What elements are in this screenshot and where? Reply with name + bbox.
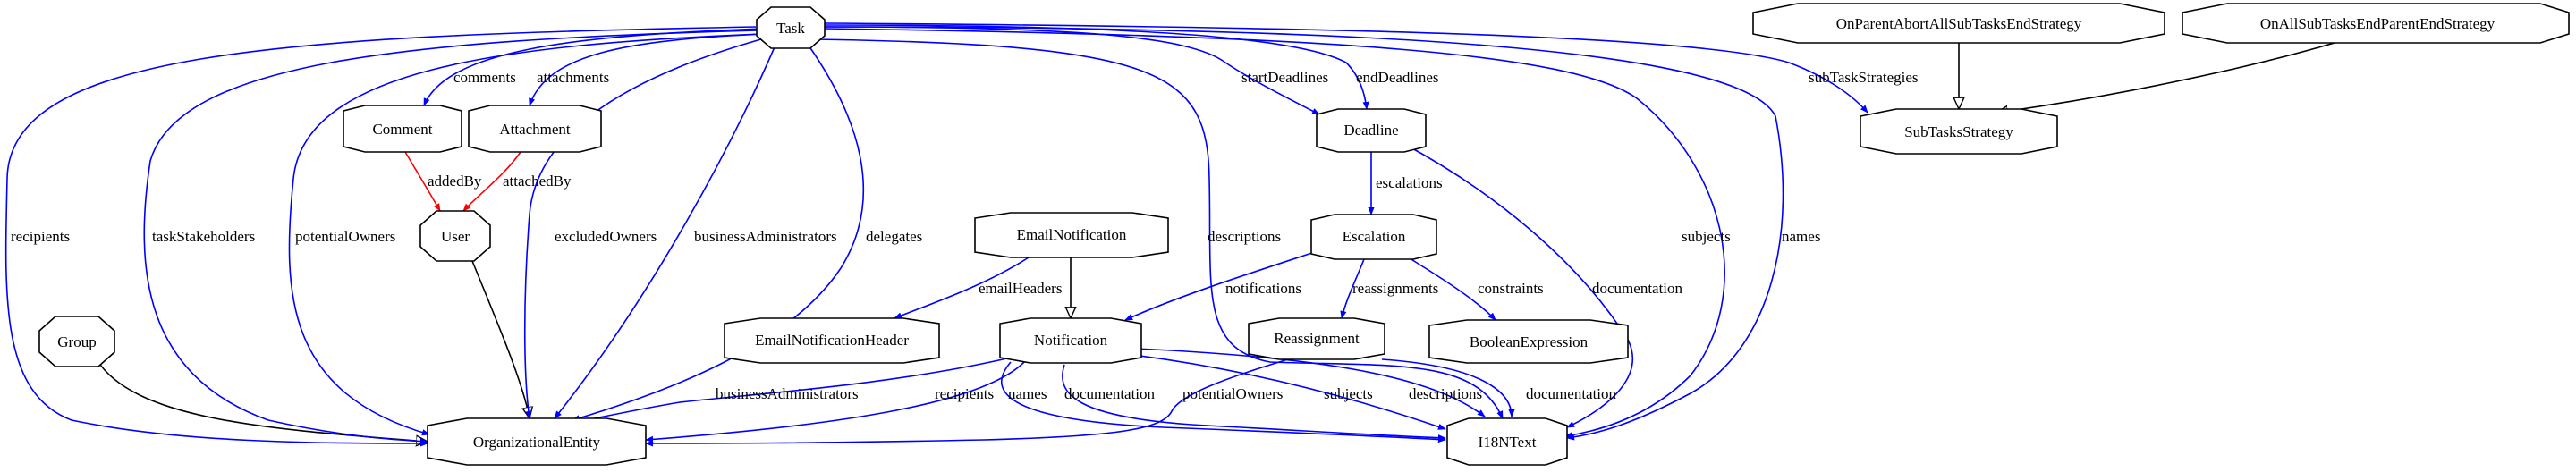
label-notification-business-administrators: businessAdministrators bbox=[716, 385, 859, 402]
label-end-deadlines: endDeadlines bbox=[1356, 69, 1439, 86]
node-reassignment[interactable]: Reassignment bbox=[1248, 317, 1385, 360]
edge-notification-documentation bbox=[1062, 364, 1446, 442]
node-comment-label: Comment bbox=[372, 121, 432, 138]
edge-attachment-user bbox=[462, 151, 521, 212]
label-reassignment-documentation: documentation bbox=[1526, 385, 1617, 402]
node-group-label: Group bbox=[57, 333, 96, 350]
edge-onallsubtasks-subtasks bbox=[1996, 42, 2335, 113]
edge-task-excludedowners bbox=[523, 37, 768, 419]
node-sub-tasks-strategy-label: SubTasksStrategy bbox=[1904, 123, 2013, 140]
edge-escalation-reassignments bbox=[1340, 258, 1365, 319]
label-notification-documentation: documentation bbox=[1064, 385, 1156, 402]
edge-escalation-notifications bbox=[1124, 248, 1326, 321]
label-business-administrators: businessAdministrators bbox=[694, 228, 837, 245]
node-escalation-label: Escalation bbox=[1343, 228, 1406, 245]
edge-task-potentialowners bbox=[288, 33, 763, 436]
node-i18ntext[interactable]: I18NText bbox=[1446, 417, 1568, 466]
node-comment[interactable]: Comment bbox=[343, 105, 462, 153]
label-task-stakeholders: taskStakeholders bbox=[152, 228, 255, 245]
edge-task-subtaskstrategies bbox=[824, 22, 1868, 114]
label-attachments: attachments bbox=[537, 69, 609, 86]
edge-deadline-documentation bbox=[1402, 142, 1633, 428]
edge-user-orgentity bbox=[471, 260, 530, 418]
label-email-headers: emailHeaders bbox=[979, 280, 1062, 297]
edge-task-comments bbox=[423, 28, 763, 106]
label-excluded-owners: excludedOwners bbox=[555, 228, 657, 245]
label-notification-recipients: recipients bbox=[935, 385, 994, 402]
label-notification-names: names bbox=[1008, 385, 1046, 402]
label-delegates: delegates bbox=[866, 228, 922, 245]
edge-task-enddeadlines bbox=[824, 24, 1369, 110]
edge-task-delegates bbox=[572, 42, 865, 422]
label-escalations: escalations bbox=[1376, 174, 1443, 191]
node-email-notification-header-label: EmailNotificationHeader bbox=[755, 332, 909, 349]
node-boolean-expression[interactable]: BooleanExpression bbox=[1428, 319, 1629, 364]
node-on-all-sub-tasks-end-strategy-label: OnAllSubTasksEndParentEndStrategy bbox=[2260, 15, 2496, 32]
node-notification-label: Notification bbox=[1034, 332, 1108, 349]
label-constraints: constraints bbox=[1478, 280, 1544, 297]
label-notification-subjects: subjects bbox=[1324, 385, 1373, 402]
node-task-label: Task bbox=[776, 20, 805, 37]
node-notification[interactable]: Notification bbox=[999, 317, 1142, 364]
label-potential-owners: potentialOwners bbox=[295, 228, 395, 245]
edge-group-orgentity bbox=[96, 358, 428, 442]
node-on-all-sub-tasks-end-strategy[interactable]: OnAllSubTasksEndParentEndStrategy bbox=[2182, 3, 2570, 44]
node-attachment[interactable]: Attachment bbox=[468, 105, 602, 153]
node-organizational-entity[interactable]: OrganizationalEntity bbox=[427, 417, 647, 466]
label-reassignment-potential-owners: potentialOwners bbox=[1182, 385, 1283, 402]
edge-task-subjects bbox=[824, 28, 1725, 439]
label-recipients: recipients bbox=[11, 228, 70, 245]
label-attached-by: attachedBy bbox=[503, 173, 572, 190]
node-email-notification-header[interactable]: EmailNotificationHeader bbox=[724, 317, 940, 364]
edge-task-stakeholders bbox=[143, 30, 759, 445]
node-task[interactable]: Task bbox=[756, 6, 826, 49]
edge-task-businessadmins bbox=[554, 42, 777, 419]
node-reassignment-label: Reassignment bbox=[1274, 330, 1360, 347]
node-attachment-label: Attachment bbox=[499, 121, 571, 138]
node-escalation[interactable]: Escalation bbox=[1310, 214, 1437, 260]
node-deadline-label: Deadline bbox=[1343, 122, 1398, 139]
label-notifications: notifications bbox=[1225, 280, 1301, 297]
edge-email-headers bbox=[894, 257, 1030, 319]
nodes: Task Comment Attachment User Group Organ… bbox=[38, 3, 2570, 466]
node-user-label: User bbox=[441, 228, 470, 245]
label-reassignments: reassignments bbox=[1352, 280, 1438, 297]
label-notification-descriptions: descriptions bbox=[1409, 385, 1482, 402]
node-organizational-entity-label: OrganizationalEntity bbox=[473, 434, 601, 451]
label-descriptions: descriptions bbox=[1208, 228, 1281, 245]
edges bbox=[4, 22, 2335, 447]
edge-task-attachments bbox=[529, 33, 766, 106]
label-sub-task-strategies: subTaskStrategies bbox=[1809, 69, 1919, 86]
label-added-by: addedBy bbox=[428, 173, 482, 190]
node-user[interactable]: User bbox=[419, 210, 491, 262]
node-i18ntext-label: I18NText bbox=[1479, 434, 1537, 451]
edge-notification-descriptions bbox=[1135, 348, 1486, 417]
edge-task-recipients bbox=[4, 26, 757, 447]
edge-task-descriptions bbox=[813, 38, 1504, 419]
edge-notification-subjects bbox=[1117, 352, 1446, 430]
label-names: names bbox=[1782, 228, 1820, 245]
edge-comment-user bbox=[404, 151, 441, 212]
node-email-notification-label: EmailNotification bbox=[1017, 226, 1127, 243]
node-boolean-expression-label: BooleanExpression bbox=[1470, 333, 1589, 350]
edge-escalation-constraints bbox=[1402, 253, 1496, 321]
node-group[interactable]: Group bbox=[38, 316, 115, 367]
edge-notification-businessadmins bbox=[572, 357, 1012, 425]
edge-labels: comments attachments addedBy attachedBy … bbox=[11, 69, 1919, 402]
label-subjects: subjects bbox=[1682, 228, 1731, 245]
node-sub-tasks-strategy[interactable]: SubTasksStrategy bbox=[1860, 108, 2058, 155]
node-deadline[interactable]: Deadline bbox=[1316, 108, 1427, 153]
node-on-parent-abort-strategy[interactable]: OnParentAbortAllSubTasksEndStrategy bbox=[1752, 3, 2165, 44]
label-deadline-documentation: documentation bbox=[1592, 280, 1683, 297]
node-on-parent-abort-strategy-label: OnParentAbortAllSubTasksEndStrategy bbox=[1836, 15, 2082, 32]
edge-reassignment-potentialowners bbox=[645, 358, 1289, 447]
edge-notification-names bbox=[1001, 361, 1446, 443]
node-email-notification[interactable]: EmailNotification bbox=[974, 212, 1169, 258]
edge-task-startdeadlines bbox=[822, 26, 1320, 115]
label-start-deadlines: startDeadlines bbox=[1241, 69, 1328, 86]
edge-task-names bbox=[824, 26, 1784, 441]
label-comments: comments bbox=[453, 69, 516, 86]
edge-reassignment-documentation bbox=[1381, 358, 1515, 417]
